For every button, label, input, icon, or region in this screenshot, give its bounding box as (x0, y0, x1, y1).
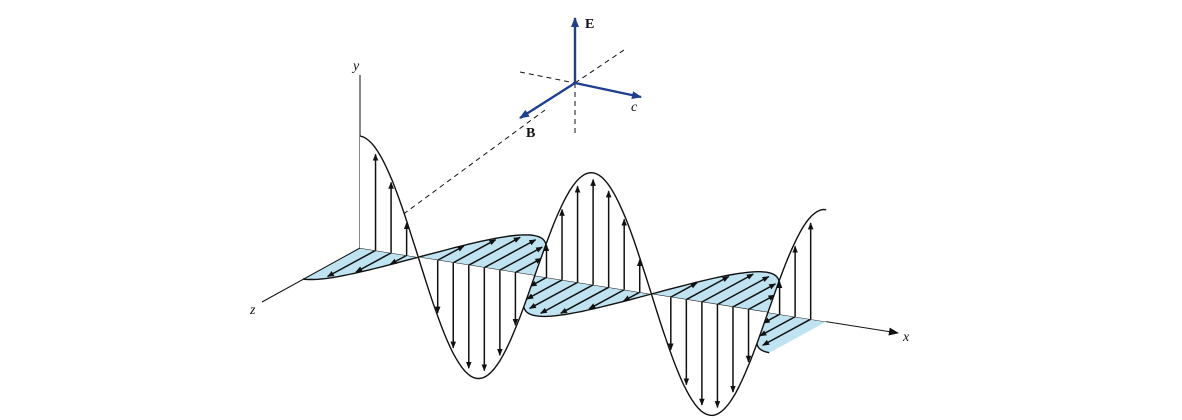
vector-triad: E c B (519, 17, 642, 141)
magnetic-field-arrow (762, 313, 780, 324)
c-vector-arrow (574, 81, 642, 100)
magnetic-field-arrow (529, 281, 578, 310)
magnetic-field-arrow (437, 245, 465, 261)
magnetic-field-arrow (515, 257, 543, 274)
triad-dashed-diagonal (574, 49, 625, 84)
magnetic-field-arrow (622, 291, 641, 302)
magnetic-field-arrow (529, 276, 547, 287)
z-axis-label: z (249, 303, 256, 318)
magnetic-field-arrow (670, 282, 698, 298)
magnetic-field-arrow (452, 238, 497, 264)
magnetic-field-fill (303, 234, 827, 353)
x-axis-label: x (902, 330, 910, 345)
magnetic-field-arrow (762, 318, 812, 346)
b-vector-label: B (526, 126, 535, 141)
b-vector-arrow (519, 81, 576, 120)
e-vector-label: E (585, 17, 594, 32)
magnetic-field-arrow (355, 252, 392, 273)
triad-dashed-horizontal (519, 71, 576, 84)
magnetic-field-arrow (560, 286, 610, 314)
magnetic-field-arrow (526, 279, 563, 300)
magnetic-field-arrow (468, 236, 521, 266)
magnetic-field-arrow (483, 239, 537, 269)
magnetic-field-arrow (588, 289, 625, 310)
magnetic-field-arrow (759, 316, 796, 337)
magnetic-field-arrow (326, 249, 376, 278)
magnetic-field-arrow (540, 284, 594, 315)
magnetic-field-arrow (732, 283, 777, 308)
c-vector-label: c (631, 100, 638, 115)
magnetic-field-arrow (389, 254, 407, 265)
electric-field-sheets (359, 135, 827, 417)
z-axis-line (261, 247, 361, 303)
magnetic-field-arrow (748, 294, 776, 311)
electric-field-outline (359, 135, 827, 417)
magnetic-field-arrow (701, 273, 754, 303)
magnetic-field-arrow (717, 275, 770, 306)
y-axis-label: y (351, 59, 360, 74)
magnetic-field-arrow (685, 275, 730, 301)
magnetic-field-arrow (499, 246, 543, 271)
